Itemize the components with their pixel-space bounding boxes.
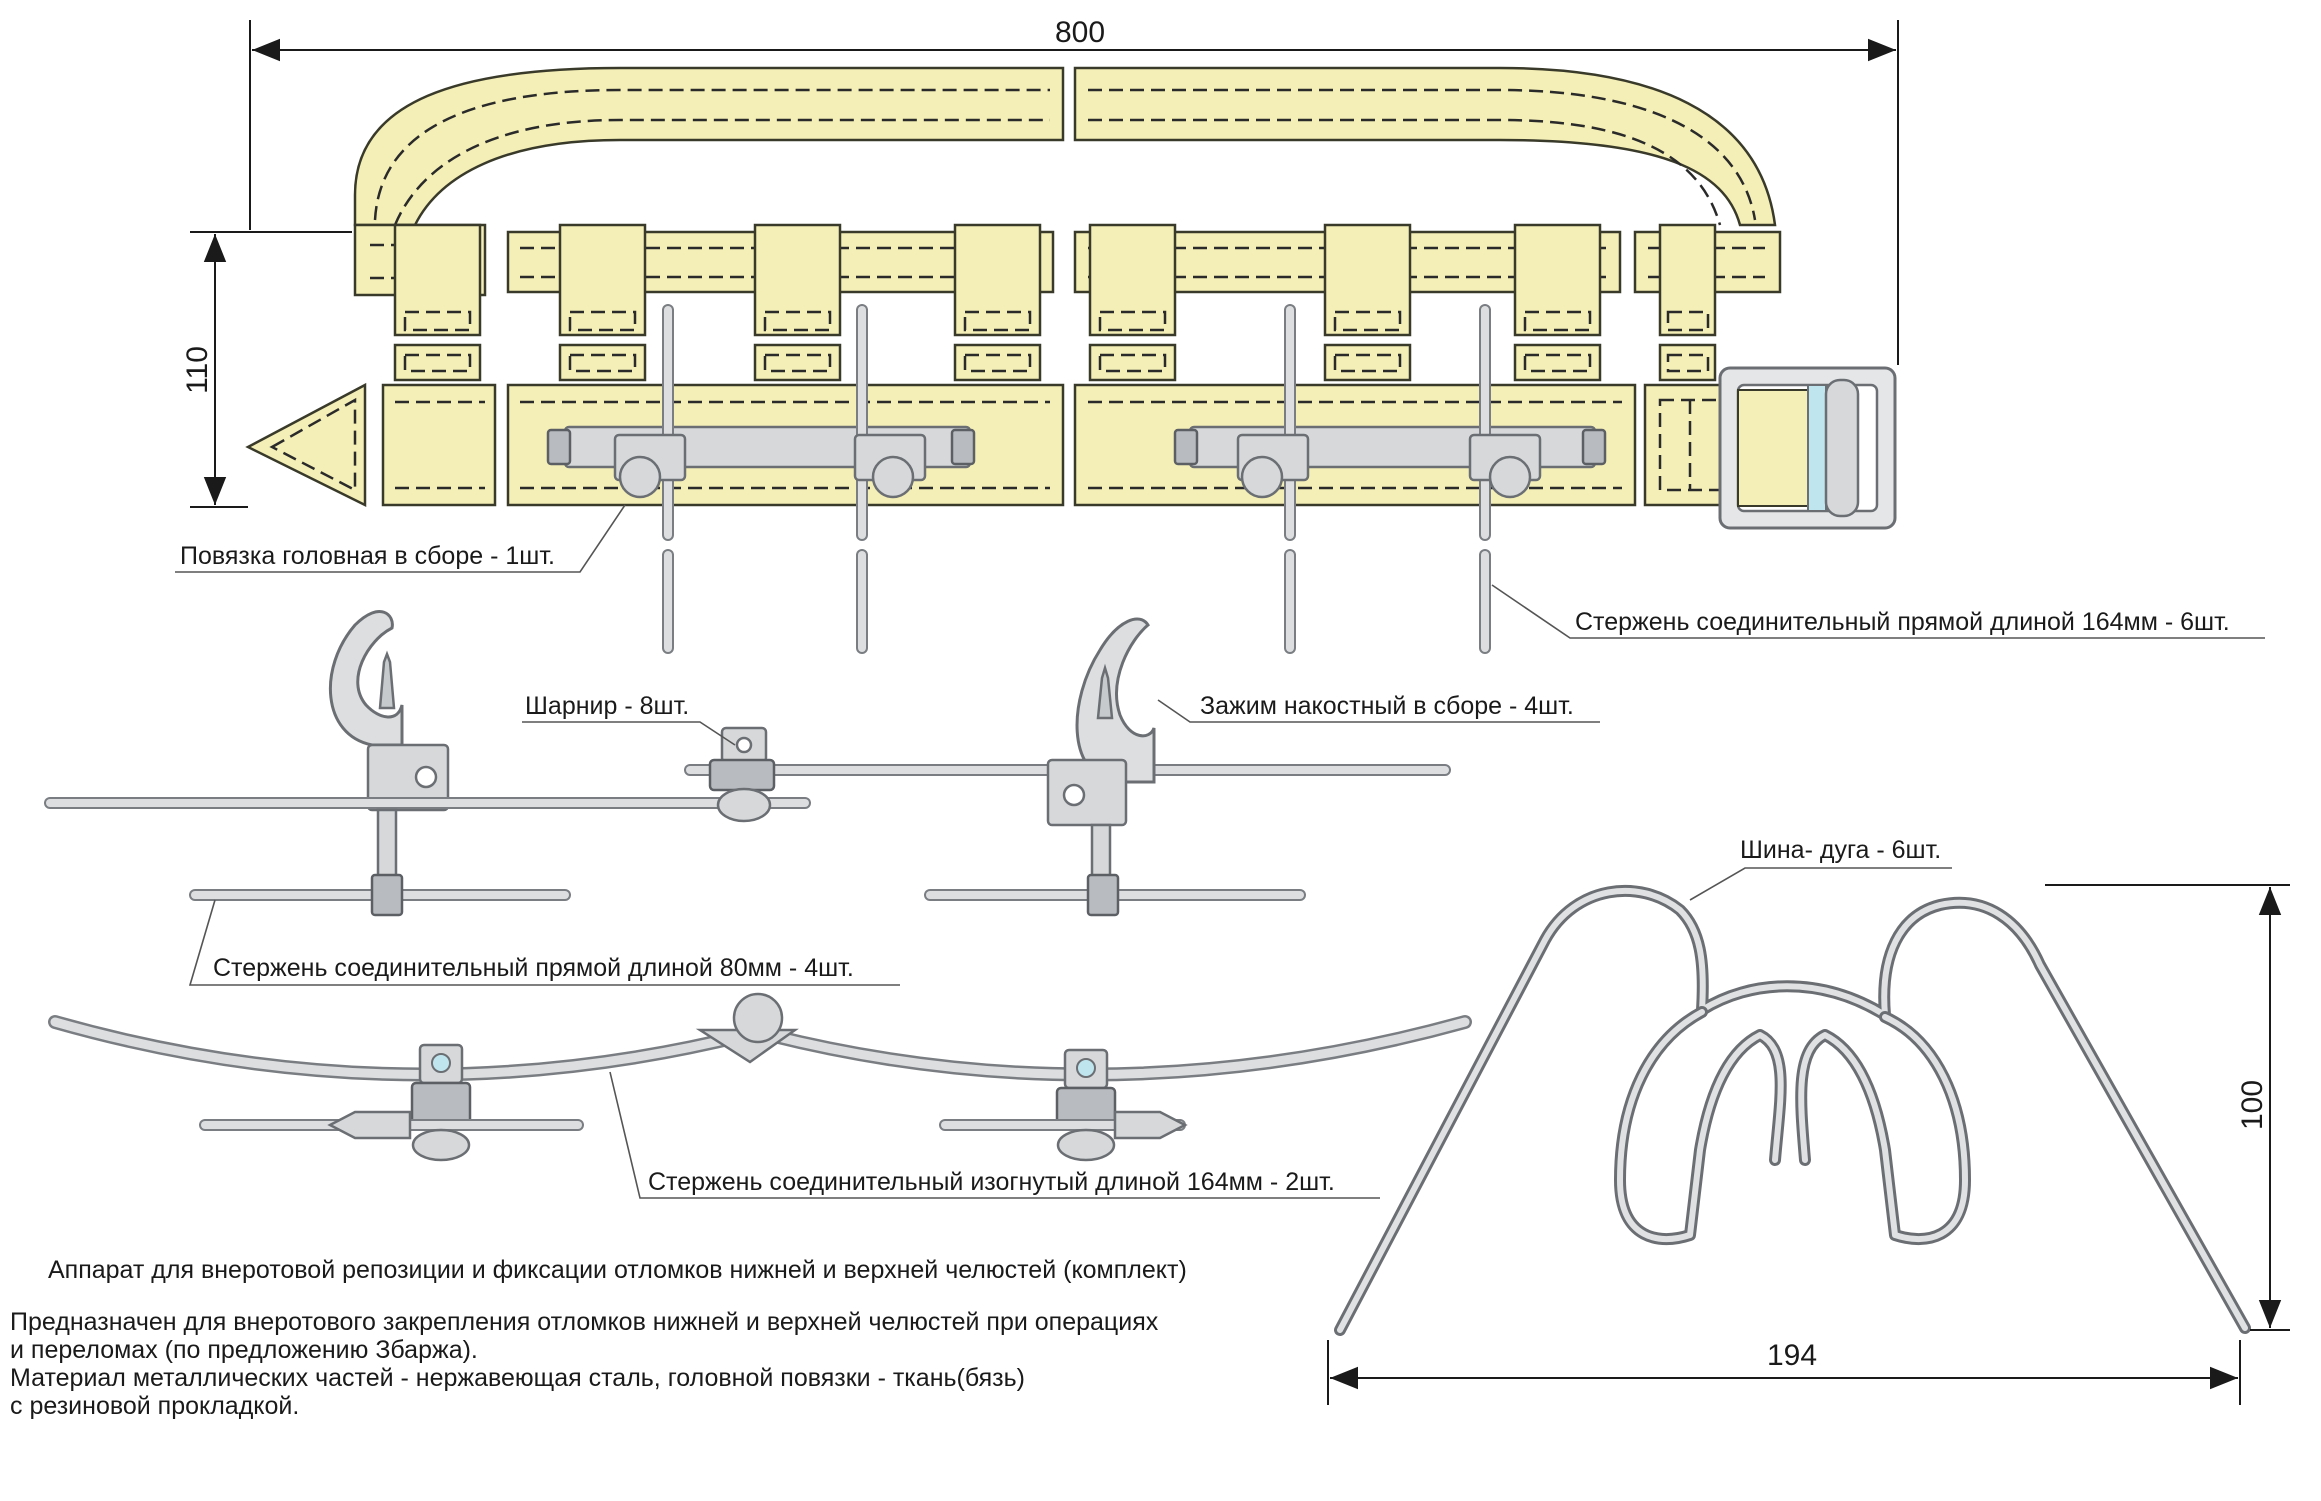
label-rod164: Стержень соединительный прямой длиной 16…: [1491, 584, 2265, 639]
label-headband-text: Повязка головная в сборе - 1шт.: [180, 542, 555, 570]
label-arch: Шина- дуга - 6шт.: [1689, 836, 1952, 901]
label-rod80: Стержень соединительный прямой длиной 80…: [188, 899, 900, 986]
headband-top-strap-left: [353, 66, 1065, 227]
headband-assembly: [245, 66, 1897, 654]
headband-front-strap-tip: [245, 382, 367, 508]
bent-rod-assembly: [48, 992, 1472, 1162]
description-line-1: Предназначен для внеротового закрепления…: [10, 1308, 1159, 1336]
headband-tabs: [393, 223, 1717, 382]
description-line-4: с резиновой прокладкой.: [10, 1392, 299, 1420]
dimension-100: 100: [2045, 884, 2290, 1331]
headband-rod-right-assembly: [1173, 304, 1607, 541]
description-line-2: и переломах (по предложению Збаржа).: [10, 1336, 478, 1364]
loose-rods-164: [662, 549, 1491, 654]
dimension-800-value: 800: [1055, 16, 1105, 49]
dimension-194-value: 194: [1767, 1339, 1817, 1372]
label-hinge-text: Шарнир - 8шт.: [525, 692, 689, 720]
label-arch-text: Шина- дуга - 6шт.: [1740, 836, 1941, 864]
label-rod-bent-text: Стержень соединительный изогнутый длиной…: [648, 1168, 1335, 1196]
label-clamp-text: Зажим накостный в сборе - 4шт.: [1200, 692, 1574, 720]
label-hinge: Шарнир - 8шт.: [522, 692, 736, 746]
clamp-right: [924, 617, 1306, 917]
label-clamp: Зажим накостный в сборе - 4шт.: [1157, 692, 1600, 723]
description-line-3: Материал металлических частей - нержавею…: [10, 1364, 1025, 1392]
label-rod-bent: Стержень соединительный изогнутый длиной…: [609, 1071, 1380, 1199]
dimension-110: 110: [181, 231, 352, 508]
arch-splint: [1334, 885, 2251, 1336]
dimension-800: 800: [249, 16, 1899, 365]
description-title: Аппарат для внеротовой репозиции и фикса…: [48, 1256, 1187, 1284]
dimension-110-value: 110: [181, 346, 214, 394]
label-headband: Повязка головная в сборе - 1шт.: [175, 504, 626, 573]
headband-rod-left-assembly: [546, 304, 976, 541]
dimension-194: 194: [1327, 1339, 2241, 1405]
dimension-100-value: 100: [2236, 1080, 2269, 1130]
headband-top-strap-right: [1073, 66, 1777, 227]
headband-buckle: [1718, 366, 1897, 530]
label-rod80-text: Стержень соединительный прямой длиной 80…: [213, 954, 854, 982]
description-block: Аппарат для внеротовой репозиции и фикса…: [10, 1256, 1187, 1420]
clamp-left: [44, 610, 811, 917]
label-rod164-text: Стержень соединительный прямой длиной 16…: [1575, 608, 2230, 636]
